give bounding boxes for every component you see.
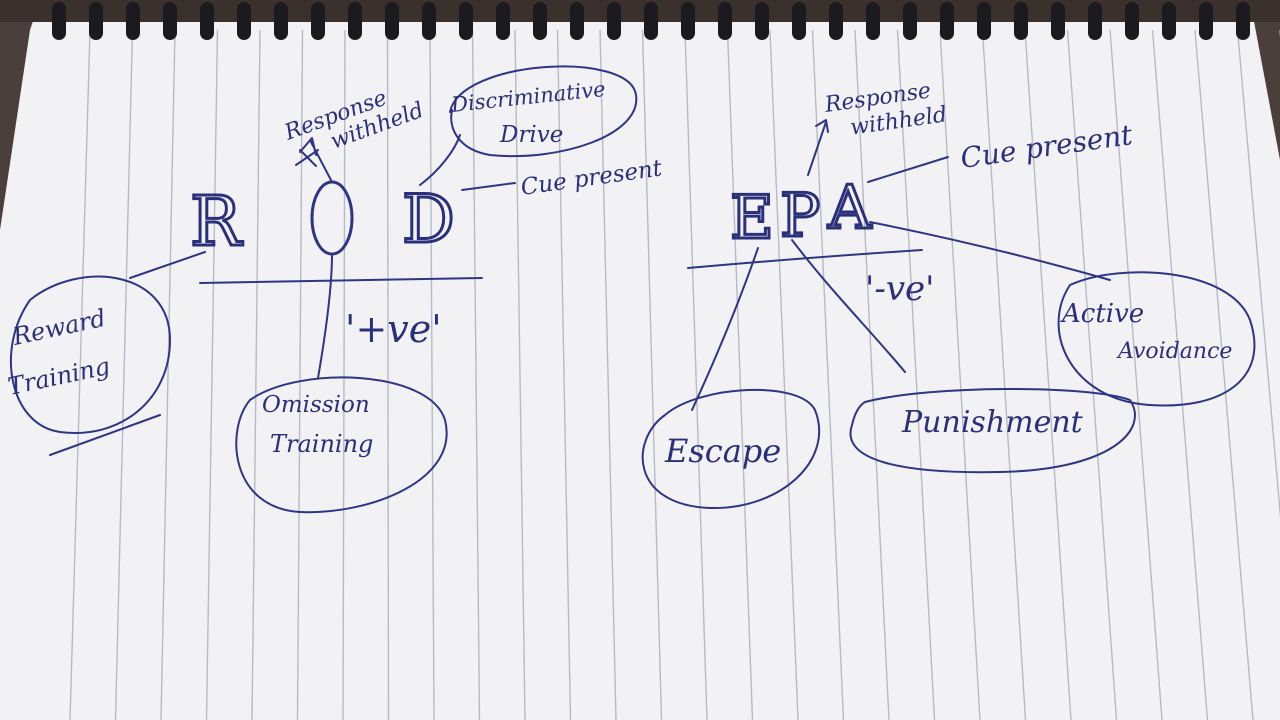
- rule-line: [160, 29, 176, 720]
- spiral-ring: [940, 2, 954, 40]
- spiral-ring: [903, 2, 917, 40]
- spiral-ring: [1051, 2, 1065, 40]
- drive-label: Drive: [499, 122, 563, 148]
- d-to-drive-line: [419, 134, 461, 186]
- rule-line: [1151, 29, 1209, 720]
- rule-line: [896, 29, 936, 720]
- spiral-ring: [681, 2, 695, 40]
- rule-line: [1194, 29, 1254, 720]
- rule-line: [386, 29, 390, 720]
- rule-line: [556, 29, 572, 720]
- r-to-reward-line: [129, 251, 206, 279]
- rule-line: [981, 29, 1027, 720]
- left-withheld-arrow: [299, 137, 333, 183]
- spiral-ring: [200, 2, 214, 40]
- rule-line: [69, 29, 91, 720]
- omission-label: Omission: [262, 392, 370, 418]
- spiral-ring: [1088, 2, 1102, 40]
- omission-training-label: Training: [270, 430, 373, 458]
- letter-p: P: [780, 181, 820, 251]
- spiral-ring: [89, 2, 103, 40]
- rule-line: [429, 29, 435, 720]
- spiral-ring: [1125, 2, 1139, 40]
- spiral-ring: [533, 2, 547, 40]
- rule-line: [641, 29, 663, 720]
- rule-line: [599, 29, 617, 720]
- right-withheld-arrow: [807, 119, 829, 176]
- punishment-label: Punishment: [901, 405, 1084, 440]
- spiral-ring: [459, 2, 473, 40]
- letter-e: E: [730, 183, 774, 253]
- rule-line: [1024, 29, 1072, 720]
- spiral-ring: [126, 2, 140, 40]
- rule-line: [769, 29, 799, 720]
- rule-line: [1066, 29, 1118, 720]
- spiral-ring: [755, 2, 769, 40]
- reward-underline: [49, 414, 161, 456]
- left-cue-line: [461, 182, 516, 191]
- discriminative-drive-outline: [449, 65, 638, 158]
- spiral-ring: [237, 2, 251, 40]
- p-to-punishment-line: [791, 239, 906, 373]
- spiral-ring: [422, 2, 436, 40]
- punishment-outline: [849, 387, 1136, 474]
- avoidance-label: Avoidance: [1116, 339, 1232, 364]
- rule-line: [471, 29, 481, 720]
- right-cue-line: [867, 156, 949, 183]
- spiral-ring: [977, 2, 991, 40]
- spiral-ring: [52, 2, 66, 40]
- rule-line: [1236, 29, 1280, 519]
- cross-mark: [295, 149, 319, 167]
- rule-line: [251, 29, 261, 720]
- rule-line: [726, 29, 754, 720]
- spiral-ring: [1199, 2, 1213, 40]
- rule-line: [205, 29, 219, 720]
- spiral-ring: [718, 2, 732, 40]
- left-baseline: [199, 277, 483, 284]
- reward-training-outline: [9, 275, 171, 434]
- rule-line: [854, 29, 890, 720]
- spiral-ring: [644, 2, 658, 40]
- letter-d: D: [402, 181, 455, 258]
- letter-a: A: [827, 173, 872, 243]
- spiral-ring: [829, 2, 843, 40]
- omission-training-outline: [235, 376, 448, 514]
- spiral-binding: [52, 2, 1250, 40]
- rule-line: [342, 29, 346, 720]
- a-to-avoidance-line: [869, 221, 1111, 281]
- right-baseline: [687, 249, 923, 269]
- rule-lines: [69, 29, 1280, 720]
- spiral-ring: [274, 2, 288, 40]
- spiral-ring: [866, 2, 880, 40]
- spiral-ring: [1162, 2, 1176, 40]
- spiral-ring: [311, 2, 325, 40]
- spiral-ring: [607, 2, 621, 40]
- left-sign: '+ve': [345, 307, 442, 351]
- spiral-ring: [385, 2, 399, 40]
- escape-outline: [641, 388, 821, 510]
- spiral-ring: [348, 2, 362, 40]
- spiral-ring: [570, 2, 584, 40]
- active-label: Active: [1060, 299, 1144, 329]
- right-sign: '-ve': [865, 269, 935, 309]
- spiral-ring: [496, 2, 510, 40]
- rule-line: [296, 29, 304, 720]
- letter-r: R: [190, 183, 243, 262]
- rule-line: [114, 29, 134, 720]
- spiral-ring: [1014, 2, 1028, 40]
- escape-label: Escape: [664, 432, 781, 470]
- spiral-ring: [1236, 2, 1250, 40]
- spiral-ring: [792, 2, 806, 40]
- rule-line: [1109, 29, 1163, 720]
- active-avoidance-outline: [1057, 271, 1256, 407]
- o-to-omission-line: [317, 253, 333, 379]
- rule-line: [514, 29, 526, 720]
- rule-line: [939, 29, 981, 720]
- spiral-ring: [163, 2, 177, 40]
- rule-line: [684, 29, 708, 720]
- e-to-escape-line: [691, 247, 759, 411]
